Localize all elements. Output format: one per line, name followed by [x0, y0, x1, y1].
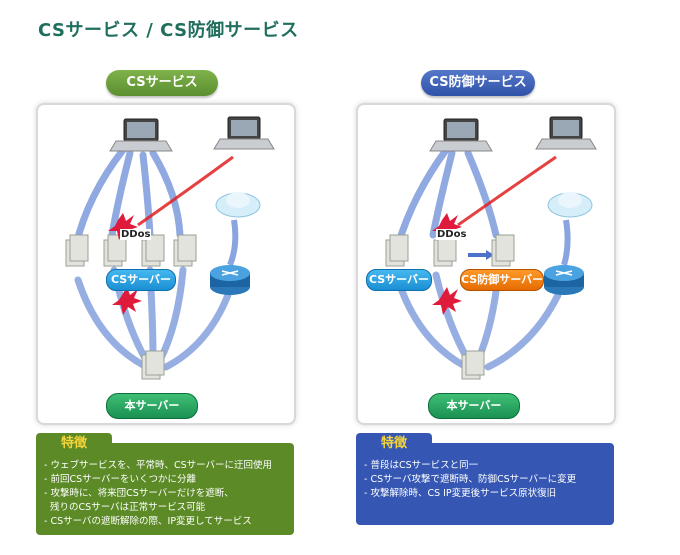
- list-item: - 普段はCSサービスと同一: [364, 460, 479, 471]
- attack-burst-icon: [112, 287, 142, 315]
- list-item: 残りのCSサーバは正常サービス可能: [44, 502, 206, 513]
- router-icon: [210, 265, 250, 295]
- server-icon: [103, 234, 127, 267]
- feature-title: 特徴: [356, 433, 432, 455]
- cloud-icon: [215, 192, 261, 218]
- server-icon: [65, 234, 89, 267]
- server-icon: [173, 234, 197, 267]
- left-heading: CSサービス: [106, 70, 218, 96]
- ddos-label: DDos: [120, 229, 152, 240]
- right-heading: CS防御サービス: [421, 70, 535, 96]
- page-title: CSサービス / CS防御サービス: [38, 20, 299, 41]
- left-diagram-svg: [65, 116, 275, 380]
- list-item: - 攻撃時に、将来団CSサーバーだけを遮断、: [44, 488, 234, 499]
- server-icon: [141, 234, 165, 267]
- list-item: - ウェブサービスを、平常時、CSサーバーに迂回使用: [44, 460, 273, 471]
- list-item: - CSサーバ攻撃で遮断時、防御CSサーバーに変更: [364, 474, 577, 485]
- ddos-label: DDos: [436, 229, 468, 240]
- right-feature-box: 特徴 - 普段はCSサービスと同一 - CSサーバ攻撃で遮断時、防御CSサーバー…: [356, 433, 614, 525]
- cs-server-label: CSサーバー: [106, 269, 176, 291]
- router-icon: [544, 265, 584, 295]
- feature-title: 特徴: [36, 433, 112, 455]
- laptop-icon: [429, 118, 493, 152]
- main-server-icon: [461, 350, 485, 380]
- laptop-icon: [109, 118, 173, 152]
- right-diagram-panel: DDos CSサーバー CS防御サーバー 本サーバー: [356, 103, 616, 425]
- attack-burst-icon: [432, 287, 462, 315]
- server-icon: [385, 234, 409, 267]
- left-feature-box: 特徴 - ウェブサービスを、平常時、CSサーバーに迂回使用 - 前回CSサーバー…: [36, 433, 294, 535]
- feature-list: - ウェブサービスを、平常時、CSサーバーに迂回使用 - 前回CSサーバーをいく…: [44, 459, 272, 529]
- left-diagram-panel: DDos CSサーバー 本サーバー: [36, 103, 296, 425]
- main-server-icon: [141, 350, 165, 380]
- cloud-icon: [547, 192, 593, 218]
- attack-burst-icon: [432, 213, 462, 240]
- laptop-icon: [213, 116, 275, 150]
- attack-burst-icon: [108, 213, 138, 240]
- defense-server-label: CS防御サーバー: [460, 269, 544, 291]
- list-item: - 攻撃解除時、CS IP変更後サービス原状復旧: [364, 488, 557, 499]
- laptop-icon: [535, 116, 597, 150]
- main-server-label: 本サーバー: [106, 393, 198, 419]
- list-item: - 前回CSサーバーをいくつかに分離: [44, 474, 197, 485]
- cs-server-label: CSサーバー: [366, 269, 432, 291]
- defense-server-icon: [491, 234, 515, 267]
- main-server-label: 本サーバー: [428, 393, 520, 419]
- list-item: - CSサーバの遮断解除の際、IP変更してサービス: [44, 516, 252, 527]
- right-diagram-svg: [385, 116, 597, 380]
- feature-list: - 普段はCSサービスと同一 - CSサーバ攻撃で遮断時、防御CSサーバーに変更…: [364, 459, 576, 501]
